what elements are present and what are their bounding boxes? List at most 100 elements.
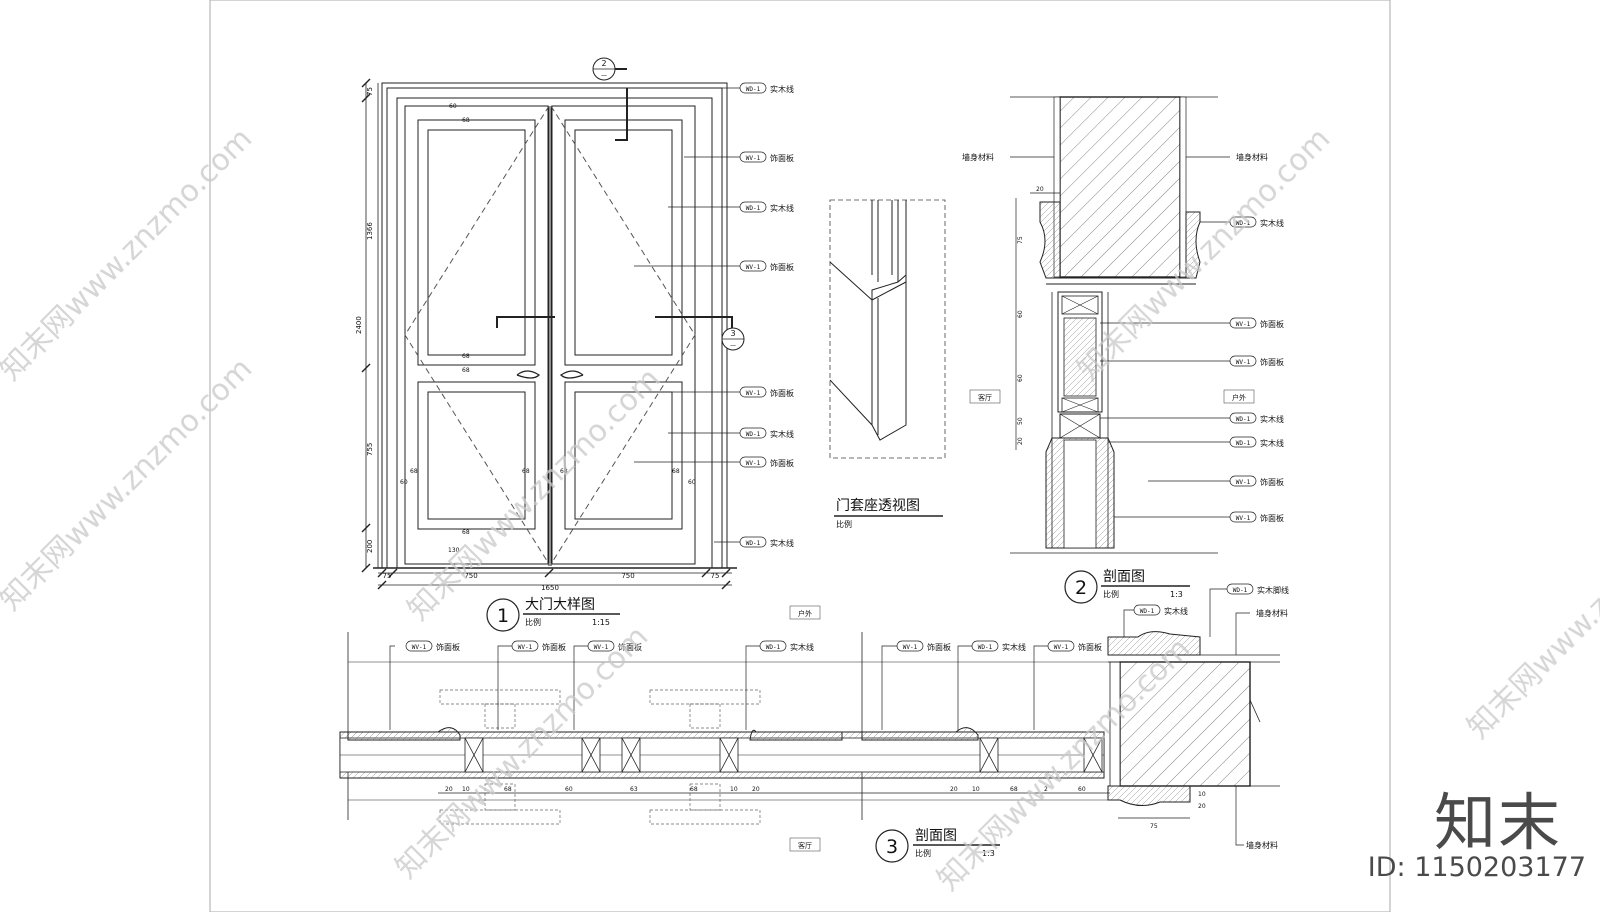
dim-text: 68: [504, 786, 512, 793]
dim-text: 20: [1036, 186, 1044, 193]
room-label: 客厅: [798, 841, 812, 850]
material-code: WV-1: [746, 155, 761, 162]
material-name: 实木脚线: [1257, 585, 1289, 595]
section-3: [339, 631, 1280, 825]
view-title: 剖面图: [1103, 569, 1145, 585]
material-name: 饰面板: [1078, 642, 1102, 652]
room-tag-indoor: 客厅: [789, 837, 821, 852]
dim-text: 20: [752, 786, 760, 793]
material-code: WD-1: [978, 644, 993, 651]
door-leaders: [634, 87, 740, 543]
dim-text: 75: [711, 572, 720, 580]
view-number: 3: [886, 836, 898, 858]
material-code: WV-1: [594, 644, 609, 651]
section-3-dims: 20 10 68 60 63 68 10 20 20 10 68 2 60 75…: [445, 786, 1206, 830]
watermark-text: 知末网www.znzmo.com: [1461, 479, 1600, 745]
material-tag: WV-1 饰面板: [896, 640, 951, 652]
material-name: 实木线: [1002, 642, 1026, 652]
material-name: 实木线: [1260, 414, 1284, 424]
material-name: 实木线: [770, 538, 794, 548]
dim-text: 68: [1010, 786, 1018, 793]
dim-text: 10: [1198, 791, 1206, 798]
scale-label: 比例: [915, 848, 931, 858]
material-code: WD-1: [1236, 220, 1251, 227]
material-tag: WD-1 实木线: [739, 536, 794, 548]
scale-label: 比例: [836, 519, 852, 529]
material-code: WD-1: [1236, 416, 1251, 423]
watermark-text: 知末网www.znzmo.com: [401, 361, 667, 627]
dim-text: 2: [1044, 786, 1048, 793]
watermark-text: 知末网www.znzmo.com: [0, 351, 259, 617]
dim-text: 20: [1017, 437, 1024, 445]
material-tag: WV-1 饰面板: [587, 640, 642, 652]
dim-text: 68: [462, 117, 470, 124]
dim-text: 63: [630, 786, 638, 793]
material-tag: WD-1 实木脚线: [1226, 583, 1289, 595]
material-tag: WV-1 饰面板: [739, 151, 794, 163]
view-number: 2: [1075, 577, 1087, 599]
dim-text: 75: [1017, 236, 1024, 244]
material-tag: WV-1 饰面板: [1229, 511, 1284, 523]
dim-text: 60: [565, 786, 573, 793]
view-title-1: 1 大门大样图 比例 1:15: [486, 597, 620, 632]
material-name: 实木线: [770, 84, 794, 94]
dim-text: 68: [462, 529, 470, 536]
material-code: WD-1: [746, 431, 761, 438]
dim-text: 1650: [541, 584, 559, 592]
material-tag: WD-1 实木线: [1229, 436, 1284, 448]
dim-text: 2400: [355, 316, 363, 334]
material-tag: WV-1 饰面板: [1229, 475, 1284, 487]
dim-text: 68: [410, 468, 418, 475]
material-code: WD-1: [766, 644, 781, 651]
room-label: 客厅: [978, 393, 992, 402]
door-labels: WD-1 实木线 WV-1 饰面板 WD-1 实木线 WV-1 饰面板 WV-1…: [739, 82, 794, 548]
dim-text: 75: [1150, 823, 1158, 830]
dim-text: 60: [1017, 310, 1024, 318]
dim-text: 68: [560, 468, 568, 475]
section-mark-number: 3: [730, 329, 735, 338]
section-3-leaders: [389, 588, 1250, 846]
view-title: 大门大样图: [525, 597, 595, 613]
material-name: 实木线: [1260, 218, 1284, 228]
material-tag: WD-1 实木线: [1229, 216, 1284, 228]
dim-text: 750: [621, 572, 634, 580]
dim-text: 20: [445, 786, 453, 793]
dim-text: 50: [1017, 417, 1024, 425]
section-2-leaders: [1010, 156, 1230, 518]
dim-text: 20: [1198, 803, 1206, 810]
material-name: 墙身材料: [1256, 608, 1288, 618]
door-panel-dims: 60 68 68 68 68 60 68 68 60 68 130 68: [400, 103, 696, 554]
material-code: WD-1: [1233, 587, 1248, 594]
material-tag: WD-1 实木线: [739, 427, 794, 439]
dim-text: 60: [400, 479, 408, 486]
material-tag: WD-1 实木线: [759, 640, 814, 652]
door-dim-bottom-text: 75 750 750 75 1650: [383, 572, 720, 592]
dim-text: 60: [1078, 786, 1086, 793]
asset-id-label: ID: 1150203177: [1367, 852, 1586, 883]
scale-value: 1:3: [982, 849, 995, 858]
material-code: WV-1: [746, 390, 761, 397]
room-tag-outdoor: 户外: [1223, 389, 1255, 404]
material-tag: WD-1 实木线: [971, 640, 1026, 652]
material-tag: WV-1 饰面板: [1047, 640, 1102, 652]
section-3-labels: WV-1 饰面板 WV-1 饰面板 WV-1 饰面板 WD-1 实木线 WV-1…: [405, 583, 1289, 852]
material-code: WD-1: [746, 540, 761, 547]
watermark-text: 知末网www.znzmo.com: [0, 121, 259, 387]
dim-text: 75: [383, 572, 392, 580]
material-name: 饰面板: [770, 388, 794, 398]
dim-text: 200: [366, 540, 374, 553]
material-name: 实木线: [770, 203, 794, 213]
material-name: 饰面板: [1260, 357, 1284, 367]
material-code: WD-1: [746, 86, 761, 93]
sheet-border: [209, 0, 1391, 912]
material-tag: WV-1 饰面板: [405, 640, 460, 652]
dim-text: 68: [462, 367, 470, 374]
section-2-labels: 墙身材料 墙身材料 WD-1 实木线 WV-1 饰面板 WV-1 饰面板 WD-…: [962, 152, 1284, 523]
material-code: WV-1: [1236, 515, 1251, 522]
dim-text: 750: [464, 572, 477, 580]
scale-value: 1:3: [1170, 590, 1183, 599]
material-name: 实木线: [1260, 438, 1284, 448]
room-tag-outdoor: 户外: [789, 605, 821, 620]
material-name: 墙身材料: [962, 152, 994, 162]
